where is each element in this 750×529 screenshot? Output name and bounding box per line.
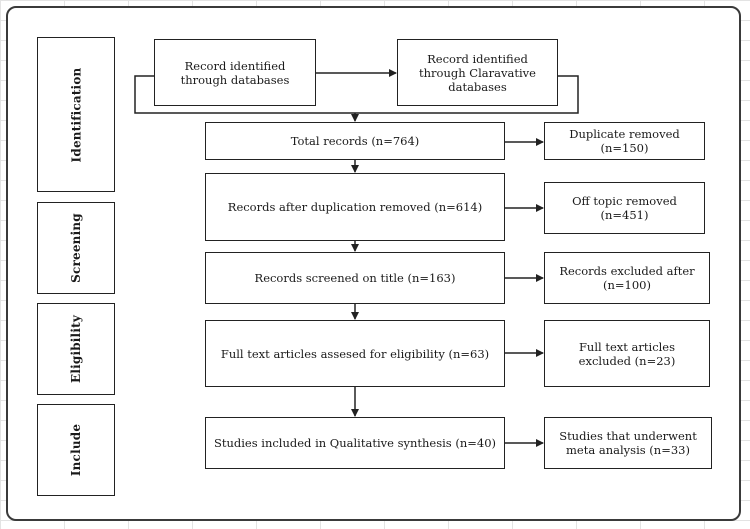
qualitative-text: Studies included in Qualitative synthesi… [213,436,497,450]
databases-box: Record identified through databases [154,39,316,106]
full-text-excluded-box: Full text articles excluded (n=23) [544,320,710,387]
duplicates-removed-text: Duplicate removed (n=150) [569,127,680,155]
full-text-assessed-box: Full text articles assesed for eligibili… [205,320,505,387]
stage-screening-label: Screening [68,213,83,283]
off-topic-box: Off topic removed (n=451) [544,182,705,234]
meta-analysis-box: Studies that underwent meta analysis (n=… [544,417,712,469]
off-topic-text: Off topic removed (n=451) [572,194,677,222]
duplicates-removed-box: Duplicate removed (n=150) [544,122,705,160]
screened-title-box: Records screened on title (n=163) [205,252,505,304]
stage-identification-label: Identification [69,67,83,162]
stage-eligibility: Eligibility [37,303,115,395]
total-records-text: Total records (n=764) [290,134,420,148]
databases-text: Record identified through databases [180,58,290,87]
stage-include: Include [37,404,115,496]
other-databases-text: Record identified through Claravative da… [419,51,536,94]
full-text-assessed-text: Full text articles assesed for eligibili… [220,346,490,361]
after-duplication-text: Records after duplication removed (n=614… [227,200,483,214]
excluded-after-box: Records excluded after (n=100) [544,252,710,304]
excluded-after-text: Records excluded after (n=100) [559,264,695,292]
meta-analysis-text: Studies that underwent meta analysis (n=… [559,429,697,457]
stage-screening: Screening [37,202,115,294]
full-text-excluded-text: Full text articles excluded (n=23) [578,339,676,368]
total-records-box: Total records (n=764) [205,122,505,160]
after-duplication-box: Records after duplication removed (n=614… [205,173,505,241]
stage-eligibility-label: Eligibility [69,315,83,383]
stage-include-label: Include [68,423,83,477]
stage-identification: Identification [37,37,115,192]
qualitative-box: Studies included in Qualitative synthesi… [205,417,505,469]
screened-title-text: Records screened on title (n=163) [254,271,456,285]
other-databases-box: Record identified through Claravative da… [397,39,558,106]
